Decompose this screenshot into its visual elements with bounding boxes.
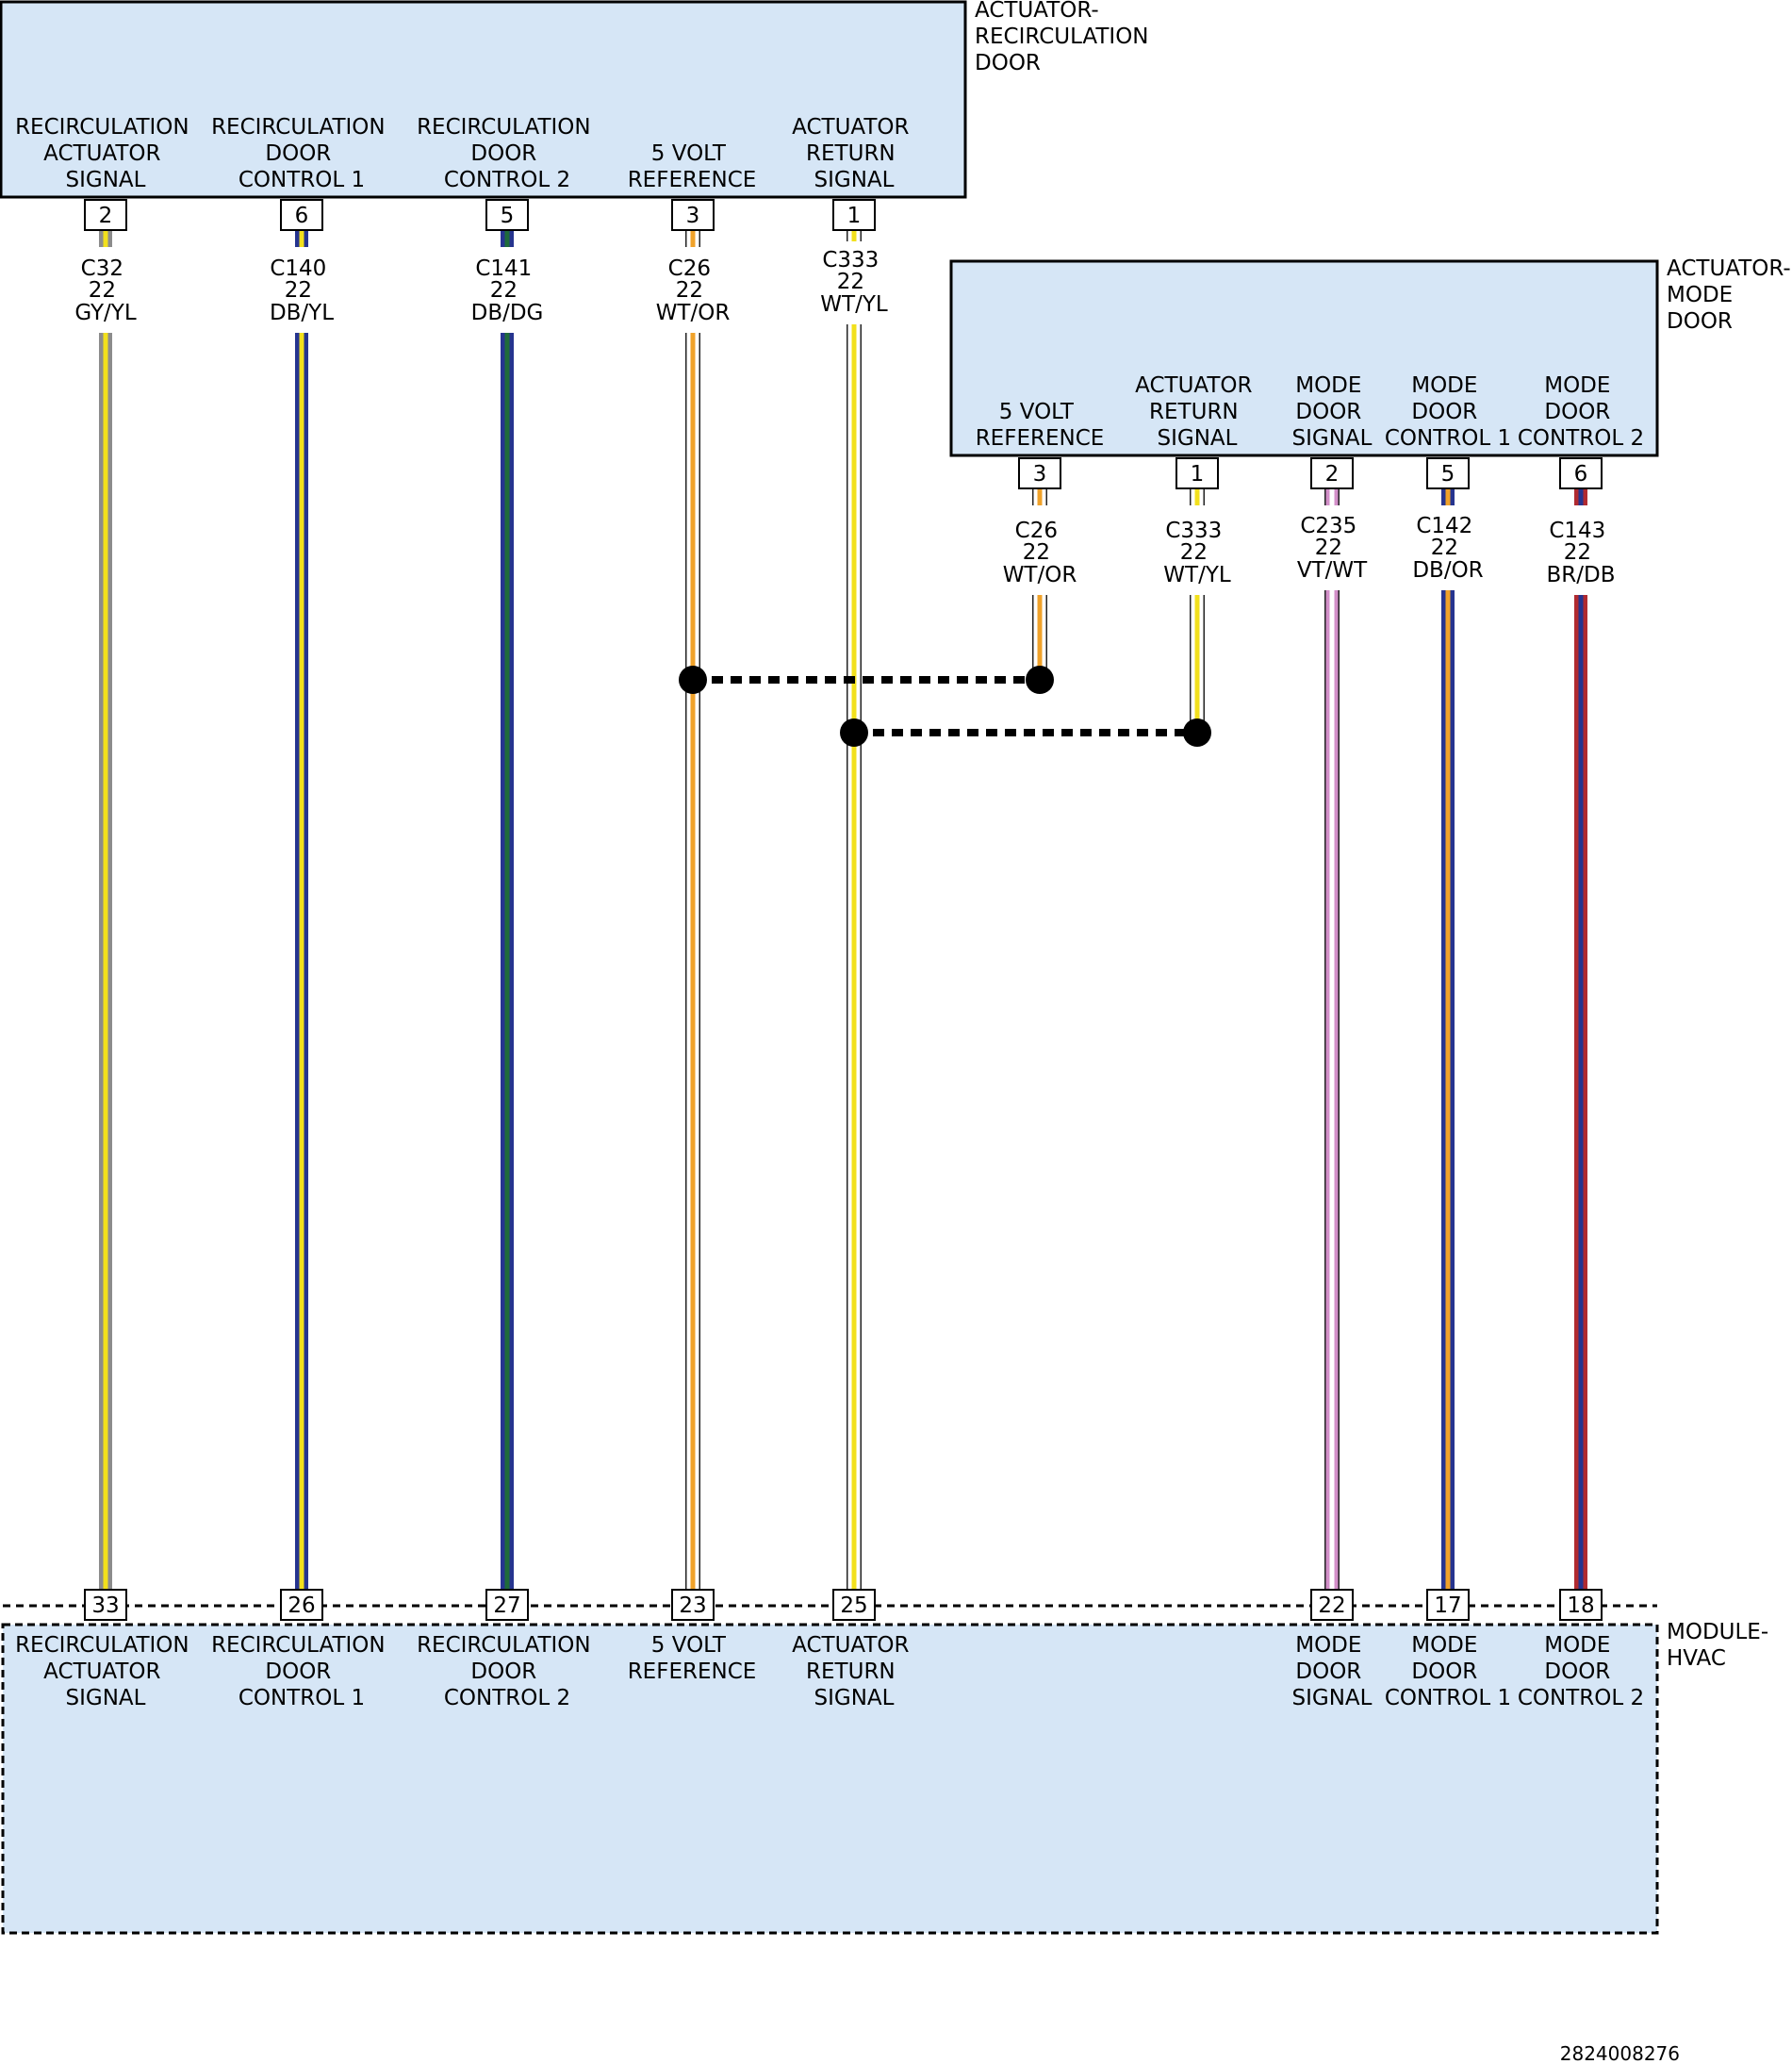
hvac-pin-label: MODE DOOR CONTROL 1	[1385, 1633, 1511, 1710]
wire-label: C26 22 WT/OR	[656, 256, 731, 325]
hvac-pin-box[interactable]: 25	[832, 1589, 876, 1621]
svg-text:1: 1	[847, 204, 862, 228]
svg-text:25: 25	[840, 1593, 867, 1618]
recirc-pin-label: RECIRCULATION ACTUATOR SIGNAL	[15, 115, 196, 192]
mode-pin-box[interactable]: 3	[1018, 457, 1061, 489]
wire-label: C140 22 DB/YL	[270, 256, 334, 325]
recirc-pin-label: RECIRCULATION DOOR CONTROL 1	[211, 115, 392, 192]
svg-text:18: 18	[1567, 1593, 1594, 1618]
recirc-pin-box[interactable]: 1	[832, 199, 876, 231]
svg-text:26: 26	[288, 1593, 315, 1618]
splice-dot	[1026, 666, 1054, 694]
mode-pin-box[interactable]: 6	[1559, 457, 1603, 489]
recirc-pin-box[interactable]: 6	[280, 199, 323, 231]
recirc-pin-label: RECIRCULATION DOOR CONTROL 2	[417, 115, 598, 192]
svg-text:5: 5	[501, 204, 515, 228]
splice-dot	[840, 718, 868, 747]
wire-label: C235 22 VT/WT	[1297, 514, 1368, 583]
hvac-pin-label: MODE DOOR SIGNAL	[1292, 1633, 1373, 1710]
recirc-module-name: ACTUATOR- RECIRCULATION DOOR	[975, 0, 1156, 75]
mode-pin-label: MODE DOOR CONTROL 1	[1385, 373, 1511, 451]
hvac-module-box[interactable]	[1, 1623, 1659, 1935]
mode-pin-box[interactable]: 5	[1426, 457, 1470, 489]
wire-label: C32 22 GY/YL	[74, 256, 137, 325]
hvac-pin-box[interactable]: 23	[671, 1589, 715, 1621]
wire-label: C143 22 BR/DB	[1547, 519, 1616, 587]
wire-label: C333 22 WT/YL	[1163, 519, 1231, 587]
svg-text:17: 17	[1434, 1593, 1461, 1618]
figure-id: 2824008276	[1560, 2042, 1680, 2064]
mode-module-name: ACTUATOR- MODE DOOR	[1667, 256, 1792, 334]
hvac-module-name: MODULE- HVAC	[1667, 1620, 1775, 1671]
mode-pin-label: MODE DOOR SIGNAL	[1292, 373, 1373, 451]
hvac-pin-box[interactable]: 22	[1310, 1589, 1354, 1621]
svg-text:22: 22	[1318, 1593, 1345, 1618]
recirc-actuator-box[interactable]	[0, 0, 967, 199]
hvac-pin-label: RECIRCULATION DOOR CONTROL 2	[417, 1633, 598, 1710]
svg-text:3: 3	[1033, 462, 1047, 487]
wires-layer	[99, 230, 1587, 1590]
hvac-pin-label: RECIRCULATION DOOR CONTROL 1	[211, 1633, 392, 1710]
mode-pin-label: MODE DOOR CONTROL 2	[1518, 373, 1644, 451]
hvac-pin-label: RECIRCULATION ACTUATOR SIGNAL	[15, 1633, 196, 1710]
hvac-pin-box[interactable]: 18	[1559, 1589, 1603, 1621]
svg-text:23: 23	[679, 1593, 706, 1618]
hvac-pin-box[interactable]: 26	[280, 1589, 323, 1621]
recirc-pin-box[interactable]: 3	[671, 199, 715, 231]
hvac-pin-box[interactable]: 33	[84, 1589, 127, 1621]
svg-text:3: 3	[686, 204, 700, 228]
splice-dot	[1183, 718, 1211, 747]
wire-label: C141 22 DB/DG	[471, 256, 544, 325]
recirc-pin-box[interactable]: 5	[485, 199, 529, 231]
recirc-pin-label: ACTUATOR RETURN SIGNAL	[792, 115, 916, 192]
svg-text:2: 2	[99, 204, 113, 228]
svg-text:33: 33	[91, 1593, 119, 1618]
svg-text:2: 2	[1325, 462, 1340, 487]
svg-text:27: 27	[493, 1593, 520, 1618]
mode-actuator-box[interactable]	[949, 259, 1659, 457]
recirc-pin-label: 5 VOLT REFERENCE	[628, 141, 757, 192]
svg-text:1: 1	[1191, 462, 1205, 487]
hvac-pin-box[interactable]: 27	[485, 1589, 529, 1621]
wire-label: C333 22 WT/YL	[820, 248, 888, 317]
hvac-pin-label: ACTUATOR RETURN SIGNAL	[792, 1633, 916, 1710]
hvac-pin-label: 5 VOLT REFERENCE	[628, 1633, 757, 1684]
mode-pin-box[interactable]: 2	[1310, 457, 1354, 489]
recirc-pin-box[interactable]: 2	[84, 199, 127, 231]
svg-text:6: 6	[1574, 462, 1588, 487]
mode-pin-label: 5 VOLT REFERENCE	[976, 400, 1105, 451]
mode-pin-box[interactable]: 1	[1175, 457, 1219, 489]
svg-text:5: 5	[1441, 462, 1455, 487]
mode-pin-label: ACTUATOR RETURN SIGNAL	[1135, 373, 1259, 451]
svg-text:6: 6	[295, 204, 309, 228]
hvac-pin-box[interactable]: 17	[1426, 1589, 1470, 1621]
wire-label: C26 22 WT/OR	[1003, 519, 1077, 587]
wire-label: C142 22 DB/OR	[1412, 514, 1483, 583]
splice-dot	[679, 666, 707, 694]
hvac-pin-label: MODE DOOR CONTROL 2	[1518, 1633, 1644, 1710]
